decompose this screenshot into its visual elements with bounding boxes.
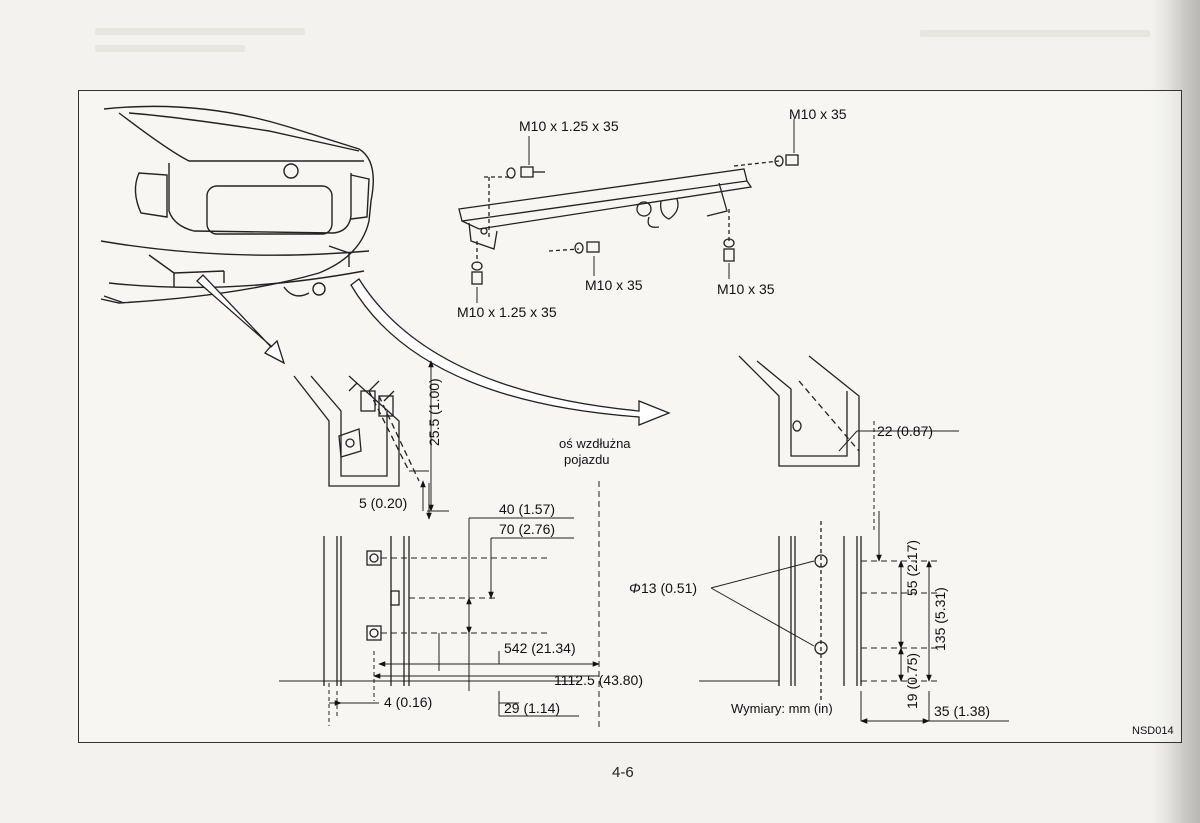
right-rail-plan: [778, 521, 862, 701]
detail-arrows: [196, 274, 671, 426]
bolt-label-bottom-left: M10 x 1.25 x 35: [457, 304, 557, 320]
bolt-leader-lines: [476, 119, 795, 303]
dim-height-left: 25.5 (1.00): [426, 378, 442, 446]
bolt-bottom-left: [471, 261, 483, 285]
dim-55: 55 (2.17): [904, 540, 920, 596]
tow-hook-installation-diagram: M10 x 1.25 x 35 M10 x 35 M10 x 35 M10 x …: [100, 105, 1174, 737]
dim-40: 40 (1.57): [499, 501, 555, 517]
dim-19: 19 (0.75): [904, 653, 920, 709]
units-legend: Wymiary: mm (in): [731, 701, 833, 716]
dim-35: 35 (1.38): [934, 703, 990, 719]
dim-4: 4 (0.16): [384, 694, 432, 710]
bolt-top-left: [506, 166, 545, 179]
right-rail-dim-lines: [699, 511, 1009, 724]
diameter-symbol: Φ: [629, 580, 641, 596]
car-rear-illustration: [100, 105, 374, 304]
hole-leader-lines: [710, 560, 815, 647]
installation-figure: M10 x 1.25 x 35 M10 x 35 M10 x 35 M10 x …: [78, 90, 1182, 743]
bolt-label-top-left: M10 x 1.25 x 35: [519, 118, 619, 134]
bolt-mid-left: [574, 241, 600, 254]
figure-code: NSD014: [1132, 725, 1174, 737]
right-bracket-dimensions: [838, 421, 959, 531]
dim-1112: 1112.5 (43.80): [554, 672, 643, 688]
left-bracket-dimensions: [409, 360, 449, 520]
left-rail-dim-lines: [279, 517, 600, 726]
right-bracket-detail: [738, 355, 860, 467]
bolt-label-mid-left: M10 x 35: [585, 277, 643, 293]
dim-offset-left: 5 (0.20): [359, 495, 407, 511]
hook-bracket-exploded: [458, 154, 799, 285]
bolt-label-top-right: M10 x 35: [789, 106, 847, 122]
bolt-mid-right: [723, 238, 735, 262]
left-rail-plan: [323, 536, 410, 686]
dim-hole: 13 (0.51): [641, 580, 697, 596]
dim-29: 29 (1.14): [504, 700, 560, 716]
left-bracket-detail: [293, 375, 420, 487]
centerline-label-line1: oś wzdłużna: [559, 436, 631, 451]
bolt-top-right: [774, 154, 799, 167]
bolt-label-mid-right: M10 x 35: [717, 281, 775, 297]
dim-135: 135 (5.31): [932, 587, 948, 651]
centerline-label-line2: pojazdu: [564, 452, 610, 467]
dim-70: 70 (2.76): [499, 521, 555, 537]
page-number: 4-6: [612, 764, 634, 781]
dim-542: 542 (21.34): [504, 640, 576, 656]
dim-22: 22 (0.87): [877, 423, 933, 439]
